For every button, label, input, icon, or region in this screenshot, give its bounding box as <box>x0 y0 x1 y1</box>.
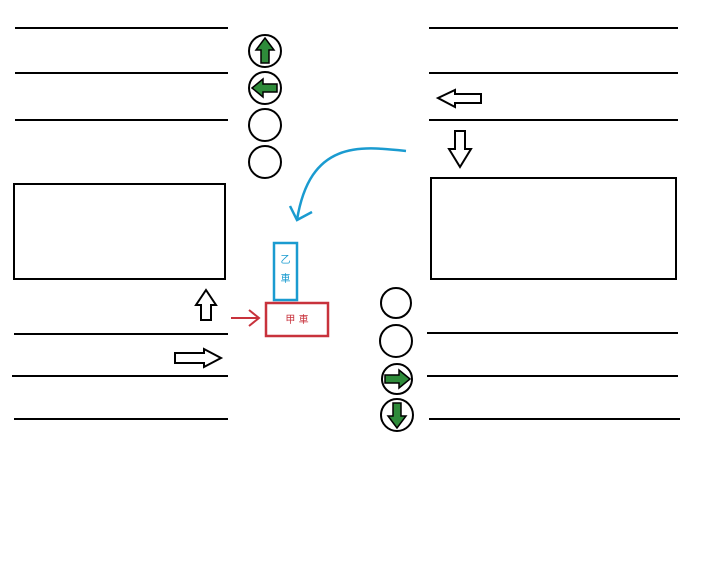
signal-lamp-off <box>248 145 282 179</box>
arrow-right-icon <box>384 368 412 390</box>
car-b-trajectory-arrowhead <box>288 205 313 222</box>
signal-lamp-down-arrow <box>380 398 414 432</box>
signal-lamp-right-arrow <box>381 363 413 395</box>
signal-lamp-off <box>379 324 413 358</box>
traffic-light-top-left <box>248 34 282 179</box>
signal-lamp-off <box>380 287 412 319</box>
signal-lamp-left-arrow <box>248 71 282 105</box>
building-block-left <box>13 183 226 280</box>
car-b-label-line2: 車 <box>281 272 291 285</box>
car-b-trajectory <box>295 147 407 221</box>
arrow-left-icon <box>250 77 278 99</box>
lane-lines-bottom-right <box>427 332 680 420</box>
car-a: 甲 車 <box>264 301 330 338</box>
lane-lines-top-left <box>15 27 228 121</box>
car-a-body <box>264 301 330 338</box>
lane-lines-bottom-left <box>12 333 228 420</box>
signal-lamp-off <box>248 108 282 142</box>
lane-arrow-left-icon <box>435 88 482 109</box>
lane-arrow-down-icon <box>447 130 473 169</box>
car-b-label-line1: 乙 <box>281 254 291 266</box>
car-b-body <box>272 241 299 302</box>
car-a-label: 甲 車 <box>285 313 308 326</box>
arrow-down-icon <box>386 402 408 430</box>
car-b: 乙 車 <box>272 241 299 302</box>
lane-arrow-up-icon <box>194 288 218 321</box>
traffic-light-bottom-right <box>379 287 414 432</box>
building-block-right <box>430 177 677 280</box>
lane-lines-top-right <box>429 27 678 121</box>
car-a-indicator-arrow <box>231 309 261 327</box>
lane-arrow-right-icon <box>174 347 224 369</box>
arrow-up-icon <box>254 36 276 64</box>
signal-lamp-up-arrow <box>248 34 282 68</box>
